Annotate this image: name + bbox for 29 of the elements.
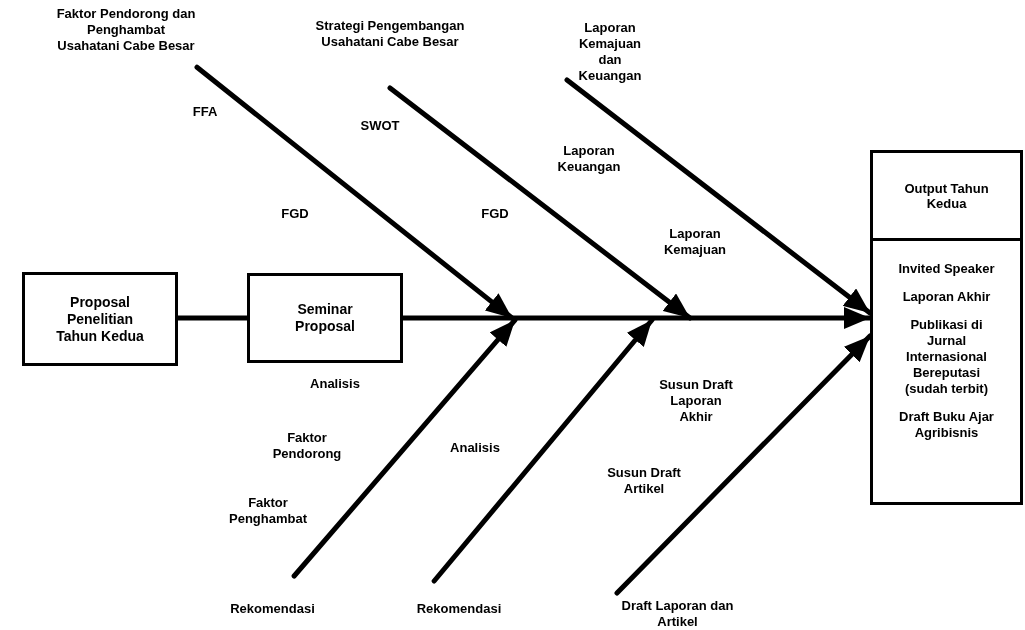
cause-label: Susun Draft Laporan Akhir	[658, 377, 734, 425]
arrow	[387, 85, 693, 321]
bone-heading: Strategi Pengembangan Usahatani Cabe Besar	[300, 18, 480, 88]
bone-heading: Draft Laporan dan Artikel	[615, 593, 740, 630]
output-item: Invited Speaker	[898, 261, 995, 277]
cause-label: Susun Draft Artikel	[606, 465, 682, 497]
cause-label: FGD	[480, 206, 510, 222]
process-box: Proposal Penelitian Tahun Kedua	[22, 272, 178, 366]
cause-label: FFA	[191, 104, 219, 120]
bone-heading: Faktor Pendorong dan Penghambat Usahatani Cabe Besar	[55, 6, 197, 72]
cause-label: Faktor Penghambat	[228, 495, 308, 527]
cause-label: FGD	[280, 206, 310, 222]
output-box	[870, 150, 1023, 505]
cause-label: SWOT	[359, 118, 401, 134]
cause-label: Faktor Pendorong	[271, 430, 343, 462]
cause-label: Laporan Kemajuan	[662, 226, 728, 258]
bone-heading: Rekomendasi	[205, 576, 340, 617]
cause-label: Analisis	[449, 440, 501, 456]
arrow	[291, 317, 518, 579]
arrow	[194, 64, 515, 321]
bone-heading: Rekomendasi	[393, 581, 525, 617]
output-item: Draft Buku Ajar Agribisnis	[898, 409, 995, 441]
output-item: Publikasi di Jurnal Internasional Bereputasi (sudah terbit)	[903, 317, 990, 397]
box-heading: Output Tahun Kedua	[903, 180, 990, 211]
cause-label: Laporan Keuangan	[556, 143, 622, 175]
cause-label: Analisis	[309, 376, 361, 392]
arrow	[431, 317, 655, 584]
output-item: Laporan Akhir	[902, 289, 991, 305]
process-box: Seminar Proposal	[247, 273, 403, 363]
